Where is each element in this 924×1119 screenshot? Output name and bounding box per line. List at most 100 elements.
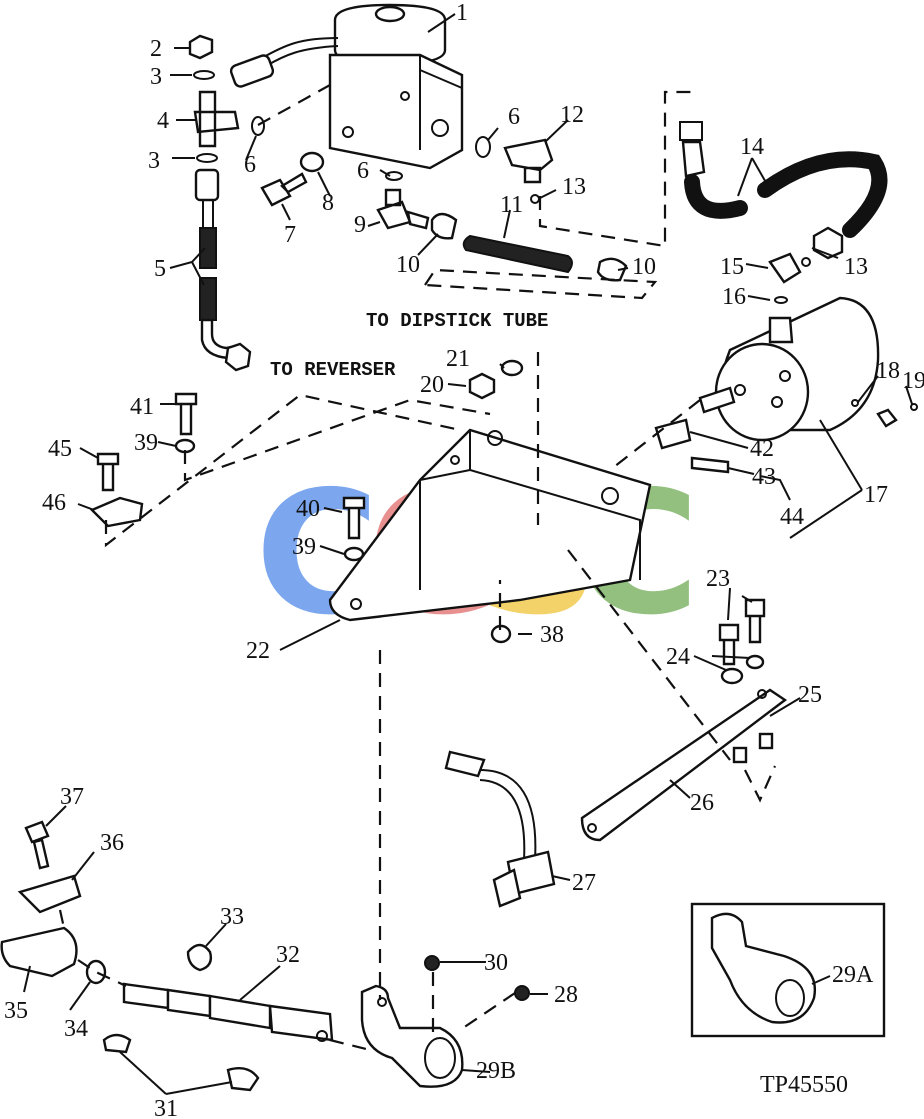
callout-label: 7 [284,222,296,248]
callout-label: 22 [246,638,270,664]
callout-label: 38 [540,622,564,648]
callout-label: 34 [64,1016,88,1042]
washer [85,959,107,985]
callout-labels: 1 2 3 3 4 5 6 6 6 7 8 9 10 10 11 12 13 1… [4,0,924,1119]
caption-to-dipstick-tube: TO DIPSTICK TUBE [366,310,548,332]
washer [343,546,365,562]
nut [468,372,496,400]
callout-label: 33 [220,904,244,930]
lever-arm [580,688,788,842]
hydraulic-hose [679,121,888,260]
clamp [17,874,82,914]
callout-label: 40 [296,496,320,522]
callout-label: 9 [354,212,366,238]
callout-label: 46 [42,490,66,516]
callout-label: 8 [322,190,334,216]
callout-label: 26 [690,790,714,816]
callout-label: 18 [876,358,900,384]
elbow-fitting [768,252,802,284]
hydraulic-tube [194,168,252,372]
callout-label: 3 [150,64,162,90]
callout-label: 20 [420,372,444,398]
assembly-lines [58,84,777,1052]
bolt [174,392,198,436]
clip [654,418,692,450]
callout-label: 37 [60,784,84,810]
o-ring [385,171,403,181]
callout-label: 42 [750,436,774,462]
callout-label: 32 [276,942,300,968]
reference-code: TP45550 [760,1072,848,1098]
control-shaft [122,982,334,1042]
callout-label: 39 [292,534,316,560]
callout-label: 13 [844,254,868,280]
callout-label: 6 [357,158,369,184]
callout-label: 14 [740,134,764,160]
washer [299,151,325,173]
callout-label: 41 [130,394,154,420]
callout-label: 23 [706,566,730,592]
bolt [260,172,308,207]
inset-detail [690,902,886,1038]
callout-label: 21 [446,346,470,372]
callout-label: 4 [157,108,169,134]
callout-label: 6 [508,104,520,130]
callout-label: 44 [780,504,804,530]
fitting [376,188,430,230]
callout-label: 27 [572,870,596,896]
callout-label: 29B [476,1058,516,1084]
bolt [24,820,50,870]
nut [758,732,774,750]
set-screw [514,985,530,1001]
hose-clamp [596,257,628,282]
leader-lines [23,13,913,1095]
callout-label: 19 [902,368,924,394]
yoke [0,926,78,978]
callout-label: 15 [720,254,744,280]
bellcrank [360,984,464,1088]
callout-label: 13 [562,174,586,200]
hose-clamp [430,212,458,240]
key [226,1067,260,1092]
callout-label: 30 [484,950,508,976]
washer [720,667,744,685]
tee-fitting [193,90,240,148]
solenoid-valve [229,3,464,170]
clip [89,496,144,528]
callout-label: 24 [666,644,690,670]
bolt [96,452,120,492]
nut [188,34,214,60]
o-ring [196,153,218,163]
callout-label: 45 [48,436,72,462]
callout-label: 10 [632,254,656,280]
washer [745,654,765,670]
electric-motor [698,296,880,442]
screw [690,456,730,474]
washer [500,359,524,377]
drain-hose [462,234,573,274]
callout-label: 5 [154,256,166,282]
callout-label: 2 [150,36,162,62]
bolt [342,496,366,540]
o-ring [193,70,215,80]
callout-label: 11 [500,192,523,218]
callout-label: 10 [396,252,420,278]
callout-label: 3 [148,148,160,174]
callout-label: 31 [154,1096,178,1119]
callout-label: 39 [134,430,158,456]
callout-label: 1 [456,0,468,26]
callout-label: 25 [798,682,822,708]
callout-label: 29A [832,962,874,988]
callout-label: 35 [4,998,28,1024]
caption-to-reverser: TO REVERSER [270,359,396,381]
callout-label: 36 [100,830,124,856]
set-screw [424,955,440,971]
limit-switch [444,750,556,908]
nut [732,746,748,764]
bolt [744,598,766,644]
key [102,1033,132,1054]
callout-label: 43 [752,464,776,490]
callout-label: 6 [244,152,256,178]
